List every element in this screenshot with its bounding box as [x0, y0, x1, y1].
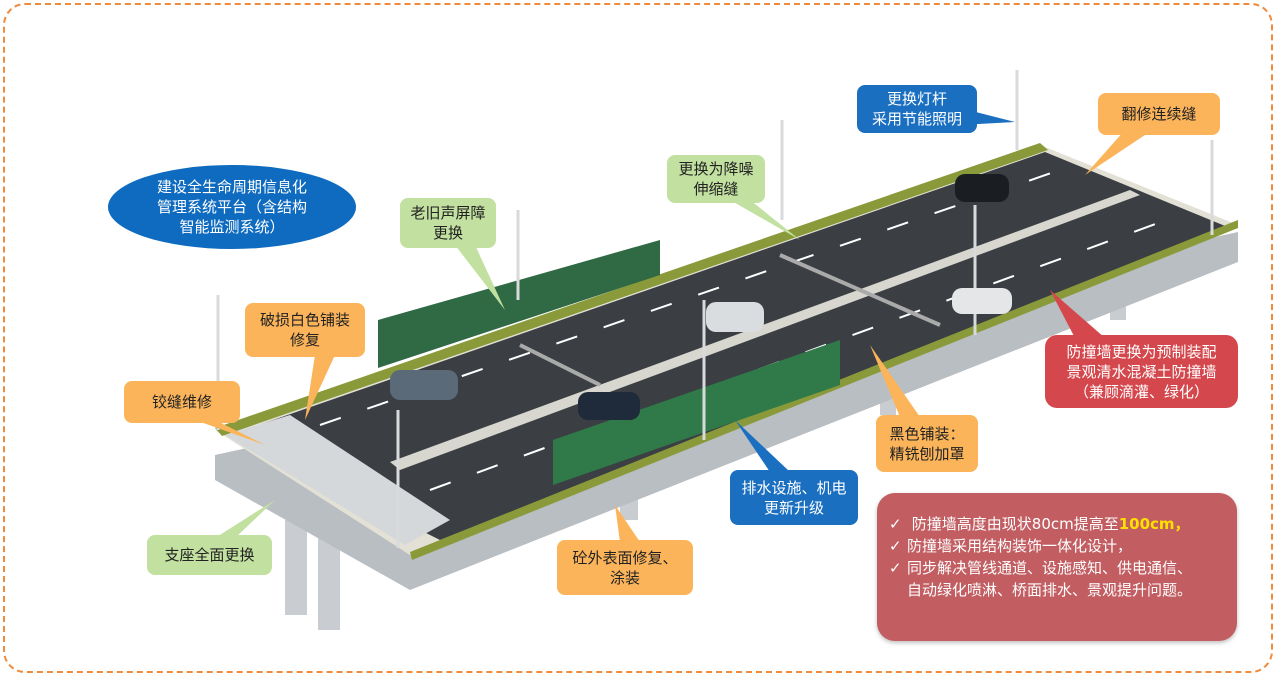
check-icon: ✓	[889, 515, 902, 533]
callout-text: 老旧声屏障	[410, 204, 486, 222]
note-text: 自动绿化喷淋、桥面排水、景观提升问题。	[907, 581, 1193, 599]
callout-black-paving: 黑色铺装： 精铣刨加罩	[876, 415, 978, 472]
callout-text: 铰缝维修	[151, 393, 212, 411]
callout-text: 翻修连续缝	[1121, 105, 1197, 123]
dashed-frame	[3, 3, 1273, 673]
callout-pointers	[195, 108, 1145, 542]
note-line: ✓ 同步解决管线通道、设施感知、供电通信、	[889, 557, 1237, 579]
callout-text: 建设全生命周期信息化	[156, 178, 307, 196]
callout-expansion: 更换为降噪 伸缩缝	[667, 155, 765, 203]
callout-text: 防撞墙更换为预制装配	[1066, 342, 1217, 361]
callout-lamp: 更换灯杆 采用节能照明	[857, 85, 977, 133]
callout-platform: 建设全生命周期信息化 管理系统平台（含结构 智能监测系统）	[108, 165, 356, 249]
callout-white-paving: 破损白色铺装 修复	[245, 303, 365, 357]
callout-text: 更换灯杆	[886, 90, 947, 108]
callout-text: 黑色铺装：	[889, 424, 965, 443]
callout-text: 更换为降噪	[678, 160, 754, 178]
note-text: 防撞墙采用结构装饰一体化设计，	[907, 537, 1133, 555]
callout-drainage: 排水设施、机电 更新升级	[730, 470, 858, 525]
callout-text: 精铣刨加罩	[889, 444, 965, 463]
callout-bearing: 支座全面更换	[147, 535, 272, 575]
callout-barrier: 老旧声屏障 更换	[400, 198, 496, 248]
callout-text: 排水设施、机电	[741, 478, 847, 497]
note-text: 同步解决管线通道、设施感知、供电通信、	[907, 559, 1193, 577]
check-icon: ✓	[889, 537, 902, 555]
callout-text: 景观清水混凝土防撞墙	[1066, 362, 1217, 381]
noise-barrier-near	[553, 340, 840, 485]
callout-concrete: 砼外表面修复、 涂装	[557, 540, 693, 595]
callout-text: 支座全面更换	[164, 546, 255, 564]
median	[390, 190, 1140, 470]
callout-text: 更新升级	[763, 498, 824, 517]
noise-barrier-far	[378, 240, 660, 368]
callout-text: 采用节能照明	[871, 110, 962, 128]
callout-text: 智能监测系统）	[179, 218, 285, 236]
callout-text: 破损白色铺装	[259, 311, 350, 329]
callout-text: 管理系统平台（含结构	[156, 198, 307, 216]
cars	[390, 174, 1012, 420]
callout-text: 伸缩缝	[693, 180, 739, 198]
white-paving	[225, 415, 450, 545]
note-highlight: 100cm，	[1118, 515, 1190, 533]
callout-text: （兼顾滴灌、绿化）	[1073, 382, 1209, 401]
notes-box: ✓ 防撞墙高度由现状80cm提高至100cm， ✓ 防撞墙采用结构装饰一体化设计，…	[877, 493, 1237, 641]
callout-text: 更换	[432, 224, 463, 242]
note-line: 自动绿化喷淋、桥面排水、景观提升问题。	[889, 579, 1237, 601]
check-icon: ✓	[889, 559, 902, 577]
lamp-poles	[216, 70, 1214, 548]
note-line: ✓ 防撞墙高度由现状80cm提高至100cm，	[889, 513, 1237, 535]
callout-text: 修复	[289, 331, 320, 349]
callout-joint: 翻修连续缝	[1098, 93, 1220, 135]
lane-markings	[319, 169, 1181, 491]
note-text: 防撞墙高度由现状80cm提高至	[911, 515, 1119, 533]
callout-text: 砼外表面修复、	[572, 548, 678, 567]
callout-hinge: 铰缝维修	[124, 381, 240, 423]
callout-text: 涂装	[609, 568, 640, 587]
note-line: ✓ 防撞墙采用结构装饰一体化设计，	[889, 535, 1237, 557]
callout-crash-wall: 防撞墙更换为预制装配 景观清水混凝土防撞墙 （兼顾滴灌、绿化）	[1045, 335, 1238, 408]
planter-far	[215, 143, 1048, 436]
